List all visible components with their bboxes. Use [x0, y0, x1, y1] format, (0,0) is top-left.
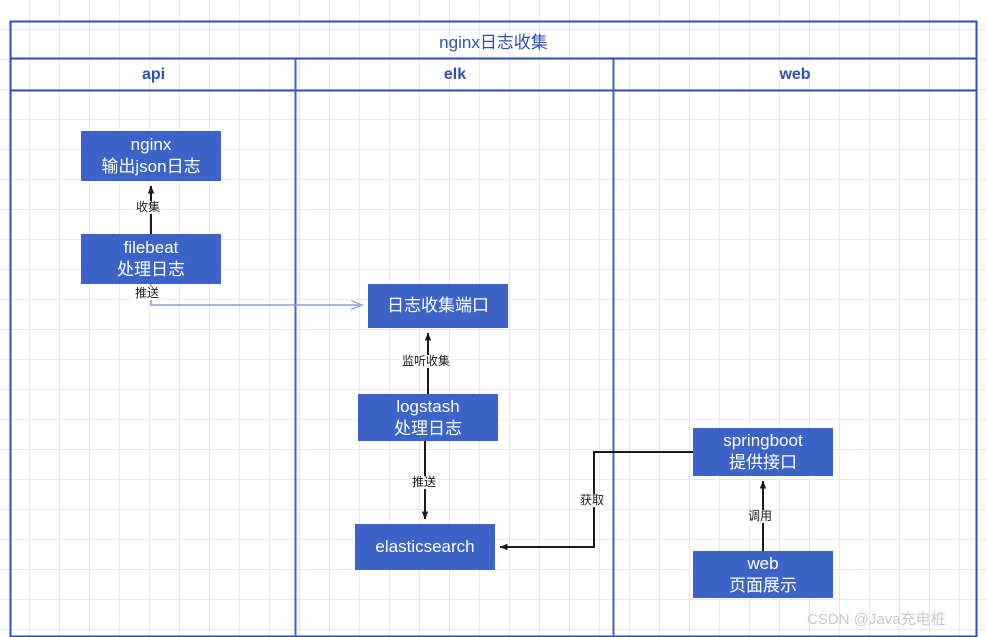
node-springboot-line2: 提供接口: [729, 453, 797, 472]
node-filebeat-line1: filebeat: [123, 238, 179, 258]
node-filebeat[interactable]: filebeat 处理日志: [81, 234, 221, 284]
node-nginx[interactable]: nginx 输出json日志: [81, 131, 221, 181]
edge-label-listen-collect: 监听收集: [400, 354, 453, 369]
node-springboot-line1: springboot: [723, 431, 803, 451]
node-filebeat-line2: 处理日志: [117, 260, 185, 279]
node-web[interactable]: web 页面展示: [693, 551, 833, 598]
node-logstash-line2: 处理日志: [394, 418, 462, 438]
edge-label-push-filebeat: 推送: [133, 286, 162, 301]
lane-header-web: web: [614, 59, 976, 90]
edge-label-fetch: 获取: [578, 493, 607, 508]
lane-header-api-label: api: [141, 65, 166, 83]
diagram-title: nginx日志收集: [11, 22, 976, 58]
node-log-port-line1: 日志收集端口: [387, 296, 489, 316]
node-logstash[interactable]: logstash 处理日志: [358, 394, 498, 441]
node-web-line2: 页面展示: [729, 575, 797, 595]
node-springboot[interactable]: springboot 提供接口: [693, 428, 833, 476]
edge-label-push-logstash: 推送: [410, 475, 439, 490]
node-log-port[interactable]: 日志收集端口: [368, 284, 508, 328]
node-web-line1: web: [747, 553, 779, 573]
lane-header-elk-label: elk: [443, 65, 467, 83]
edge-filebeat-to-log-port: [150, 284, 362, 305]
edge-label-invoke: 调用: [746, 509, 775, 524]
diagram-title-text: nginx日志收集: [439, 32, 548, 52]
watermark: CSDN @Java充电桩: [807, 611, 946, 628]
node-nginx-line2: 输出json日志: [101, 157, 201, 176]
node-elasticsearch-line1: elasticsearch: [375, 537, 475, 557]
node-elasticsearch[interactable]: elasticsearch: [355, 524, 495, 570]
lane-header-api: api: [11, 59, 296, 90]
edge-label-collect: 收集: [134, 200, 163, 215]
lane-header-elk: elk: [296, 59, 614, 90]
node-logstash-line1: logstash: [396, 396, 460, 416]
lane-header-web-label: web: [779, 65, 811, 83]
node-nginx-line1: nginx: [130, 135, 172, 155]
